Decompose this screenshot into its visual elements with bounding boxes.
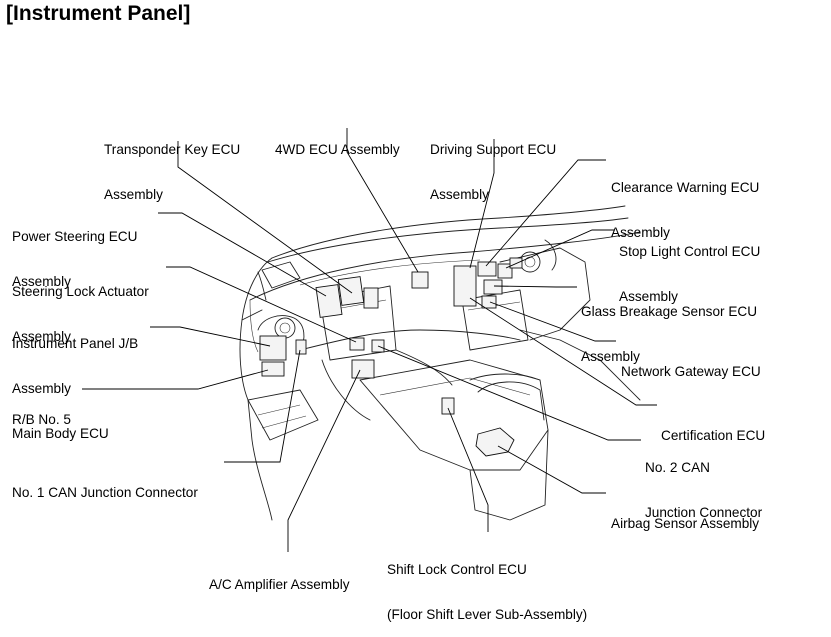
label-line: Clearance Warning ECU	[611, 180, 760, 195]
label-steering-lock-actuator: Steering Lock Actuator Assembly	[12, 254, 149, 359]
rb5-part	[261, 361, 285, 377]
leader-lines	[82, 128, 657, 552]
label-stop-light-control-ecu: Stop Light Control ECU Assembly	[619, 214, 760, 319]
leader-power-steering	[158, 212, 327, 297]
leader-ac-amp	[287, 369, 361, 552]
clearance-warning-ecu-part	[477, 261, 497, 277]
label-line: Main Body ECU	[12, 426, 109, 441]
network-gateway-ecu-part	[481, 295, 497, 309]
label-line: Network Gateway ECU	[621, 364, 761, 379]
label-glass-breakage-sensor-ecu: Glass Breakage Sensor ECU Assembly	[581, 274, 757, 379]
page-title: [Instrument Panel]	[6, 2, 191, 25]
leader-shift-lock	[447, 407, 489, 532]
label-line: Assembly	[104, 187, 163, 202]
label-airbag-sensor-assembly: Airbag Sensor Assembly	[611, 486, 759, 546]
label-line: A/C Amplifier Assembly	[209, 577, 350, 592]
label-line: Power Steering ECU	[12, 229, 138, 244]
can1-part	[295, 339, 307, 355]
label-line: No. 1 CAN Junction Connector	[12, 485, 198, 500]
label-line: Transponder Key ECU	[104, 142, 241, 157]
power-steering-ecu-part	[315, 284, 343, 318]
leader-network-gateway	[489, 301, 616, 342]
label-line: Certification ECU	[661, 428, 766, 443]
label-line: Assembly	[12, 381, 71, 396]
label-line: (Floor Shift Lever Sub-Assembly)	[387, 607, 588, 622]
leader-clearance-warning	[485, 159, 606, 267]
leader-transponder	[177, 141, 353, 294]
label-clearance-warning-ecu: Clearance Warning ECU Assembly	[611, 150, 759, 255]
label-line: Assembly	[619, 289, 678, 304]
label-line: R/B No. 5	[12, 412, 71, 427]
leader-certification	[469, 297, 657, 406]
label-line: Shift Lock Control ECU	[387, 562, 527, 577]
label-shift-lock-control-ecu: Shift Lock Control ECU (Floor Shift Leve…	[387, 532, 587, 637]
component-parts	[259, 257, 523, 457]
leader-rb5	[82, 369, 269, 390]
label-line: Assembly	[430, 187, 489, 202]
label-rb-no5: R/B No. 5	[12, 382, 71, 442]
label-line: Airbag Sensor Assembly	[611, 516, 760, 531]
leader-driving-support	[469, 139, 495, 269]
label-line: Assembly	[12, 274, 71, 289]
label-ac-amplifier-assembly: A/C Amplifier Assembly	[209, 547, 350, 607]
ip-jb-part	[259, 335, 287, 361]
label-network-gateway-ecu: Network Gateway ECU	[621, 334, 761, 394]
label-instrument-panel-jb: Instrument Panel J/B Assembly Main Body …	[12, 306, 138, 456]
transponder-ecu-part	[337, 276, 365, 306]
leader-airbag	[497, 445, 606, 494]
leader-ip-jb	[150, 326, 271, 347]
leader-can1	[224, 349, 301, 463]
leader-glass-breakage	[493, 285, 577, 288]
label-line: Steering Lock Actuator	[12, 284, 149, 299]
stop-light-connector-part	[509, 257, 523, 269]
label-4wd-ecu: 4WD ECU Assembly	[275, 112, 400, 172]
dashboard-drawing	[239, 205, 641, 521]
label-line: Glass Breakage Sensor ECU	[581, 304, 758, 319]
label-certification-ecu: Certification ECU	[661, 398, 765, 458]
stop-light-ecu-part	[497, 263, 513, 279]
driving-support-ecu-part	[453, 265, 477, 307]
label-line: Instrument Panel J/B	[12, 336, 139, 351]
label-driving-support-ecu: Driving Support ECU Assembly	[430, 112, 556, 217]
label-line: Assembly	[581, 349, 640, 364]
label-line: No. 2 CAN	[645, 460, 710, 475]
label-line: Stop Light Control ECU	[619, 244, 761, 259]
transponder-connector-part	[363, 287, 379, 309]
leader-steering-lock	[166, 266, 357, 343]
leader-can2	[377, 345, 641, 441]
instrument-panel-diagram	[82, 128, 657, 552]
label-no1-can-junction-connector: No. 1 CAN Junction Connector	[12, 455, 198, 515]
label-line: Assembly	[12, 329, 71, 344]
label-line: Assembly	[611, 225, 670, 240]
leader-stop-light	[505, 229, 614, 269]
leader-fourwd	[346, 128, 419, 273]
fourwd-ecu-part	[411, 271, 429, 289]
ac-amplifier-part	[351, 359, 375, 379]
label-line: Driving Support ECU	[430, 142, 557, 157]
shift-lock-part	[441, 397, 455, 415]
label-power-steering-ecu: Power Steering ECU Assembly	[12, 199, 137, 304]
glass-breakage-ecu-part	[483, 279, 503, 295]
label-no2-can-junction-connector: No. 2 CAN Junction Connector	[645, 430, 762, 535]
label-transponder-key-ecu: Transponder Key ECU Assembly	[104, 112, 240, 217]
label-line: 4WD ECU Assembly	[275, 142, 400, 157]
label-line: Junction Connector	[645, 505, 763, 520]
